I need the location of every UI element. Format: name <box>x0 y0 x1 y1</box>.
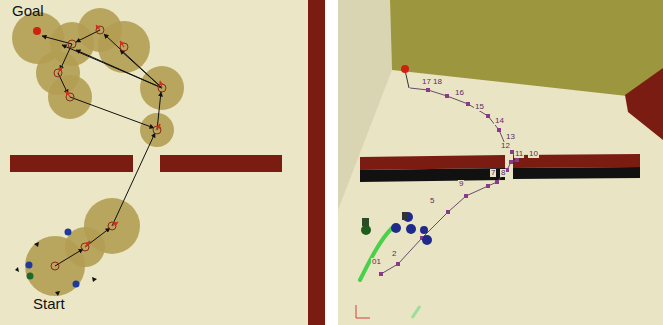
waypoint-number: 9 <box>458 180 464 188</box>
waypoint-number: 01 <box>371 258 382 266</box>
goal-label: Goal <box>12 3 44 18</box>
waypoint-number: 17 <box>421 78 432 86</box>
waypoint-number: 13 <box>505 133 516 141</box>
waypoint-number: 16 <box>454 89 465 97</box>
waypoint-number: 5 <box>429 197 435 205</box>
waypoint-number: 10 <box>528 150 539 158</box>
top-view <box>0 0 325 325</box>
waypoint-number: 15 <box>474 103 485 111</box>
perspective-view <box>338 0 663 325</box>
waypoint-number: 7 <box>490 169 496 177</box>
waypoint-number: 12 <box>500 142 511 150</box>
start-label: Start <box>33 296 65 311</box>
waypoint-number: 18 <box>432 78 443 86</box>
waypoint-number: 8 <box>500 169 506 177</box>
waypoint-number: 14 <box>494 117 505 125</box>
waypoint-number: 11 <box>514 150 524 158</box>
waypoint-number: 2 <box>391 250 397 258</box>
